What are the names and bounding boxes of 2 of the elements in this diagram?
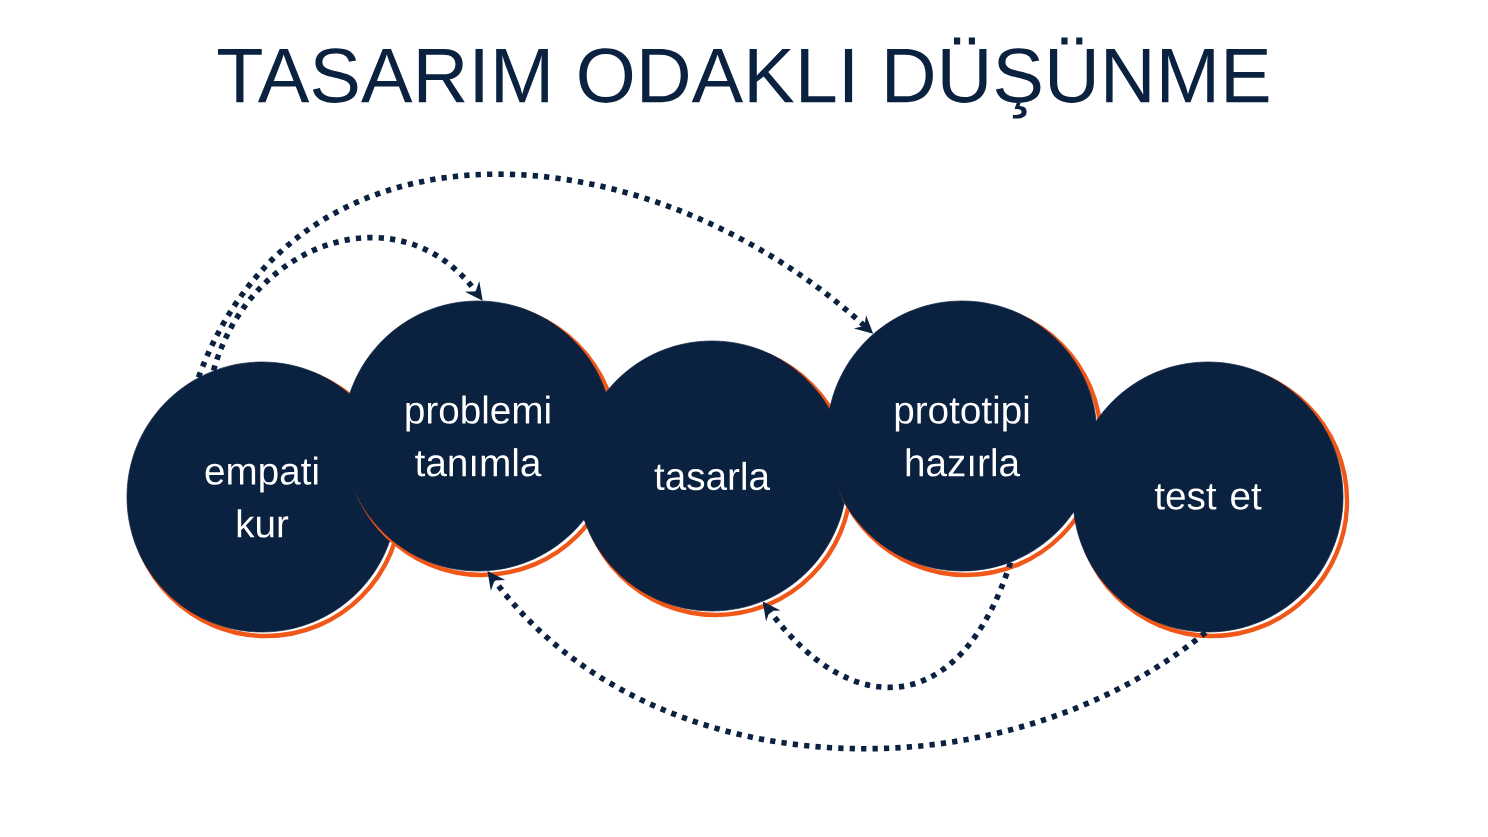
title: TASARIM ODAKLI DÜŞÜNME	[218, 37, 1269, 119]
dotted-arrow	[210, 235, 483, 372]
